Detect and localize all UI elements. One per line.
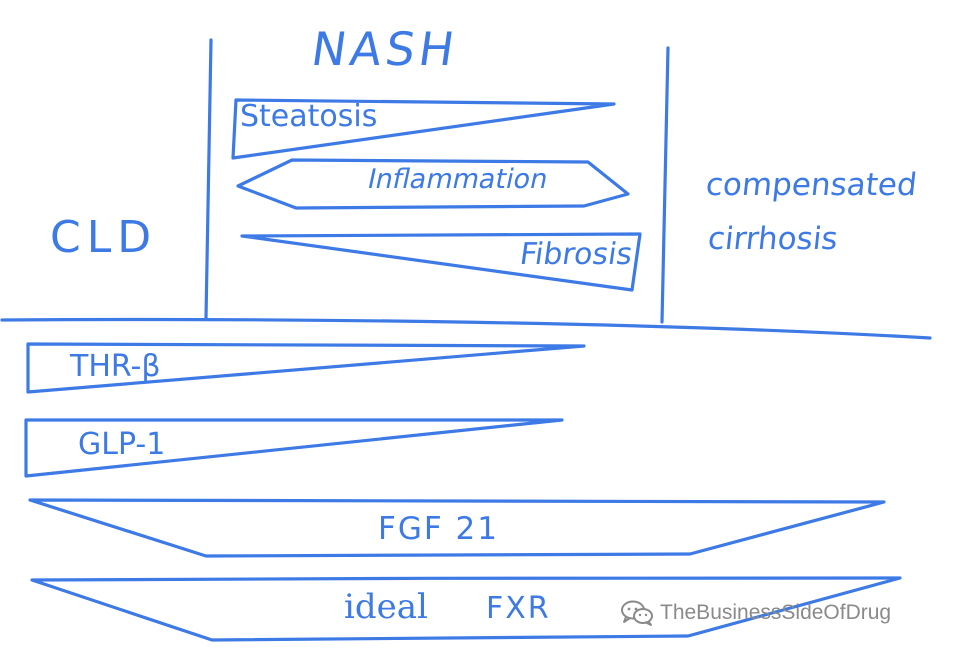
inflammation-bar [236, 158, 630, 210]
glp1-wedge [24, 418, 564, 478]
watermark: TheBusinessSideOfDrug [620, 598, 891, 628]
fibrosis-wedge [240, 232, 642, 292]
cirrhosis-label: cirrhosis [706, 221, 840, 257]
compensated-label: compensated [704, 167, 919, 203]
nash-right-boundary [660, 46, 670, 324]
fgf21-label: FGF 21 [378, 511, 499, 547]
inflammation-label: Inflammation [364, 164, 551, 195]
stage-baseline [0, 317, 932, 340]
nash-left-boundary [204, 38, 213, 320]
watermark-text: TheBusinessSideOfDrug [660, 601, 892, 624]
nash-header: NASH [308, 22, 462, 76]
wechat-icon [621, 600, 653, 626]
steatosis-wedge [231, 98, 616, 160]
glp1-label: GLP-1 [78, 427, 166, 462]
cld-label: CLD [50, 212, 158, 263]
thr-beta-wedge [26, 342, 586, 394]
ideal-label: ideal [344, 587, 428, 627]
fgf21-bar [28, 498, 886, 558]
thr-beta-label: THR-β [70, 349, 161, 384]
fxr-label: FXR [486, 591, 551, 626]
fibrosis-label: Fibrosis [517, 237, 635, 272]
ideal-fxr-bar [30, 576, 902, 642]
steatosis-label: Steatosis [240, 99, 378, 134]
